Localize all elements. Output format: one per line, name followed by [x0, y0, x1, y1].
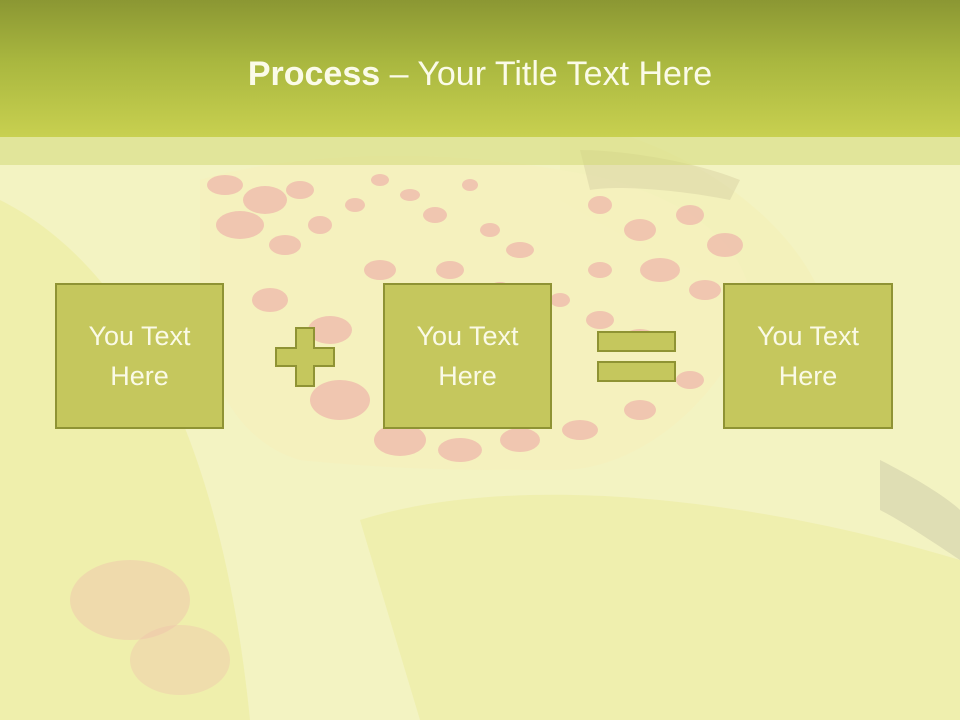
process-box-3-text: You Text Here	[743, 316, 873, 396]
process-box-3[interactable]: You Text Here	[723, 283, 893, 429]
process-box-1[interactable]: You Text Here	[55, 283, 224, 429]
slide-title-bold: Process	[247, 55, 381, 93]
process-box-2[interactable]: You Text Here	[383, 283, 552, 429]
equals-icon	[597, 331, 676, 382]
slide-title-rest: – Your Title Text Here	[380, 55, 713, 93]
process-box-1-line2: Here	[110, 361, 169, 391]
process-box-1-text: You Text Here	[75, 316, 205, 396]
plus-icon	[275, 327, 335, 387]
process-box-1-line1: You Text	[88, 321, 191, 351]
process-box-2-line1: You Text	[416, 321, 519, 351]
process-box-2-line2: Here	[438, 361, 497, 391]
process-box-2-text: You Text Here	[403, 316, 533, 396]
slide-title: Process – Your Title Text Here	[0, 52, 960, 96]
title-bar	[0, 0, 960, 137]
process-box-3-line1: You Text	[756, 321, 860, 351]
title-underline-strip	[0, 137, 960, 165]
process-box-3-line2: Here	[778, 361, 838, 391]
